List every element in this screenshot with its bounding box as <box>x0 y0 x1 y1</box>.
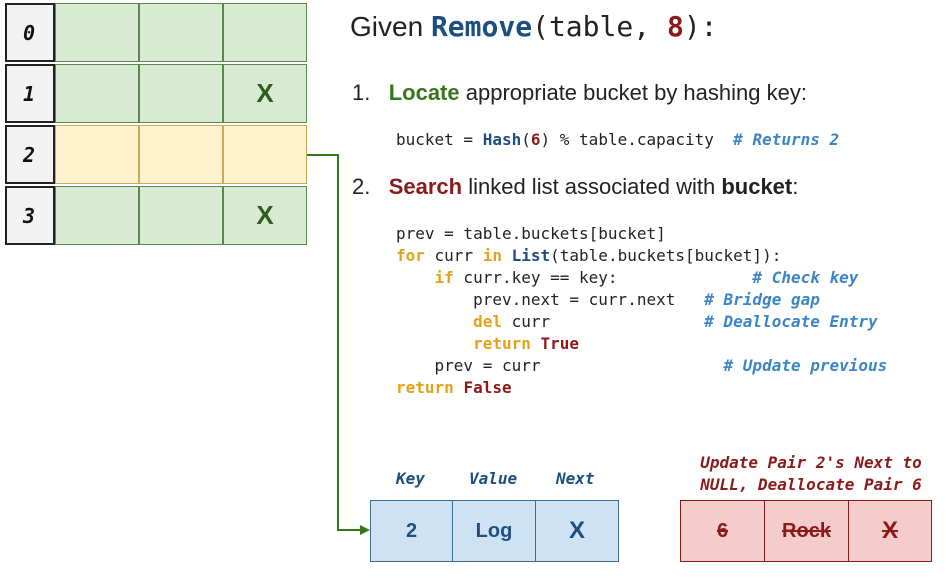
entry-key: 6 <box>680 500 765 562</box>
table-cell <box>139 3 223 62</box>
table-cell-highlighted <box>55 125 139 184</box>
table-cell <box>55 3 139 62</box>
step-locate: 1. Locate appropriate bucket by hashing … <box>352 80 807 105</box>
entry-next: X <box>535 500 619 562</box>
entry-value: Log <box>452 500 536 562</box>
search-code: prev = table.buckets[bucket]for curr in … <box>396 224 888 397</box>
header-value: Value <box>469 469 518 488</box>
table-cell <box>139 186 223 245</box>
table-cell <box>139 64 223 123</box>
entry-value: Rock <box>764 500 849 562</box>
bucket-index-3: 3 <box>5 186 55 245</box>
table-cell-highlighted <box>139 125 223 184</box>
bucket-index-0: 0 <box>5 3 55 62</box>
bucket-index-1: 1 <box>5 64 55 123</box>
null-marker: X <box>223 64 307 123</box>
hash-code: bucket = Hash(6) % table.capacity # Retu… <box>396 130 840 149</box>
null-marker: X <box>223 186 307 245</box>
table-cell-highlighted <box>223 125 307 184</box>
update-note: Update Pair 2's Next to NULL, Deallocate… <box>700 453 922 494</box>
table-cell <box>55 186 139 245</box>
entry-key: 2 <box>370 500 453 562</box>
header-next: Next <box>556 469 595 488</box>
entry-next: X <box>848 500 932 562</box>
step-search: 2. Search linked list associated with bu… <box>352 174 799 199</box>
table-cell <box>55 64 139 123</box>
bucket-index-2: 2 <box>5 125 55 184</box>
table-cell <box>223 3 307 62</box>
page-title: Given Remove(table, 8): <box>350 10 718 43</box>
header-key: Key <box>396 469 425 488</box>
